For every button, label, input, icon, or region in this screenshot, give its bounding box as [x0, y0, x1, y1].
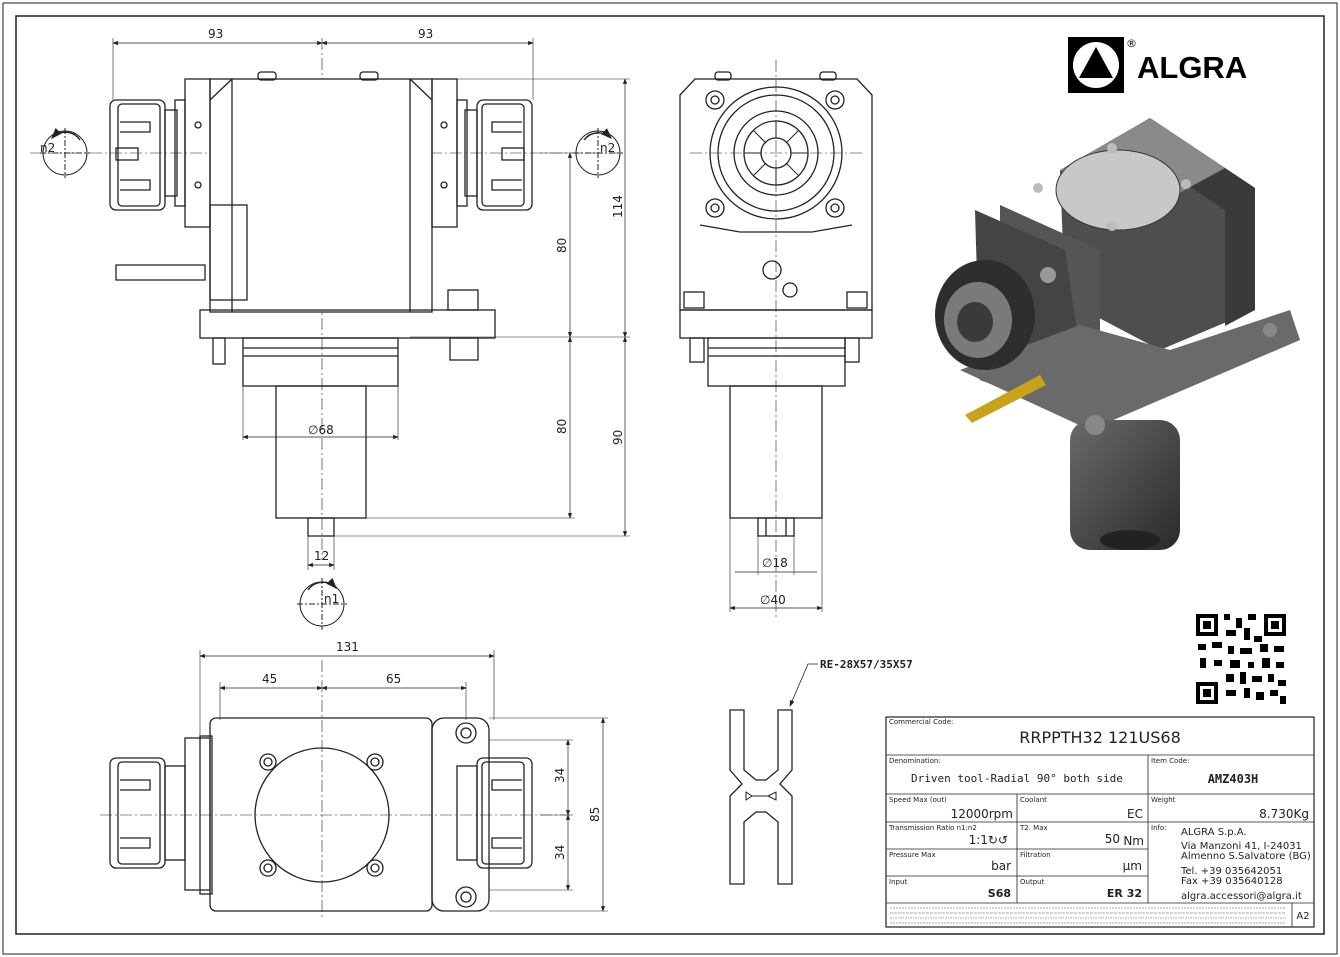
side-view [679, 60, 873, 620]
info-address: Via Manzoni 41, I-24031 [1181, 841, 1302, 852]
dim-114: 114 [611, 195, 625, 218]
dim-diameter-40: ∅40 [760, 593, 786, 607]
coolant-label: Coolant [1020, 796, 1047, 804]
rotation-n1-label: n1 [324, 592, 339, 606]
brand-registered: ® [1126, 37, 1137, 50]
item-code-label: Item Code: [1151, 757, 1189, 765]
front-view [30, 38, 625, 560]
filtration-unit: µm [1123, 859, 1142, 873]
info-fax: Fax +39 035640128 [1181, 876, 1283, 887]
commercial-code: RRPPTH32 121US68 [1019, 728, 1181, 747]
rotation-n2-left-icon [40, 127, 90, 178]
dim-34-upper: 34 [553, 768, 567, 783]
key-detail [729, 663, 818, 885]
isometric-render [935, 118, 1300, 550]
info-tel: Tel. +39 035642051 [1180, 866, 1282, 877]
dim-85: 85 [588, 807, 602, 822]
speed-label: Speed Max (out) [889, 796, 947, 804]
key-callout: RE-28X57/35X57 [820, 658, 913, 671]
dim-93-left: 93 [208, 27, 223, 41]
rotation-n1-icon [297, 577, 347, 630]
pressure-unit: bar [991, 859, 1011, 873]
side-view-dimensions [729, 518, 823, 612]
dim-diameter-68: ∅68 [308, 423, 334, 437]
filtration-label: Filtration [1020, 851, 1051, 859]
dim-34-lower: 34 [553, 845, 567, 860]
denomination: Driven tool-Radial 90° both side [911, 772, 1123, 785]
speed-value: 12000rpm [951, 807, 1013, 821]
top-view [100, 660, 570, 920]
torque-label: T2. Max [1019, 824, 1048, 832]
sheet-size: A2 [1296, 911, 1309, 922]
weight-value: 8.730Kg [1259, 807, 1309, 821]
input-label: Input [889, 878, 907, 886]
brand-name: ALGRA [1137, 50, 1247, 85]
dim-80-lower: 80 [555, 419, 569, 434]
torque-unit: Nm [1123, 834, 1144, 848]
dim-45: 45 [262, 672, 277, 686]
info-city: Almenno S.Salvatore (BG) [1181, 851, 1311, 862]
rotation-n2-right-icon [573, 128, 623, 178]
dim-12: 12 [314, 549, 329, 563]
dim-93-right: 93 [418, 27, 433, 41]
dim-diameter-18: ∅18 [762, 556, 788, 570]
weight-label: Weight [1151, 796, 1176, 804]
denomination-label: Denomination: [889, 757, 941, 765]
dim-90: 90 [611, 430, 625, 445]
pressure-label: Pressure Max [889, 851, 936, 859]
ratio-label: Transmission Ratio n1:n2 [888, 824, 977, 832]
top-view-dimensions [199, 650, 608, 912]
item-code: AMZ403H [1208, 772, 1259, 786]
dim-80-upper: 80 [555, 238, 569, 253]
info-label: Info: [1151, 824, 1167, 832]
title-block [885, 716, 1315, 928]
rotation-n2-right-label: n2 [600, 141, 615, 155]
dim-65: 65 [386, 672, 401, 686]
output-value: ER 32 [1107, 887, 1142, 900]
brand-logo: ALGRA ® [1068, 37, 1247, 93]
qr-code [1196, 614, 1286, 704]
info-company: ALGRA S.p.A. [1181, 827, 1247, 838]
torque-value: 50 [1105, 832, 1120, 846]
inner-border [15, 15, 1325, 935]
dim-131: 131 [336, 640, 359, 654]
ratio-value: 1:1↻↺ [969, 833, 1008, 847]
output-label: Output [1020, 878, 1045, 886]
info-email: algra.accessori@algra.it [1181, 891, 1302, 902]
input-value: S68 [988, 887, 1011, 900]
rotation-n2-left-label: n2 [40, 141, 55, 155]
commercial-code-label: Commercial Code: [889, 718, 953, 726]
front-view-dimensions [242, 78, 630, 570]
coolant-value: EC [1127, 807, 1143, 821]
